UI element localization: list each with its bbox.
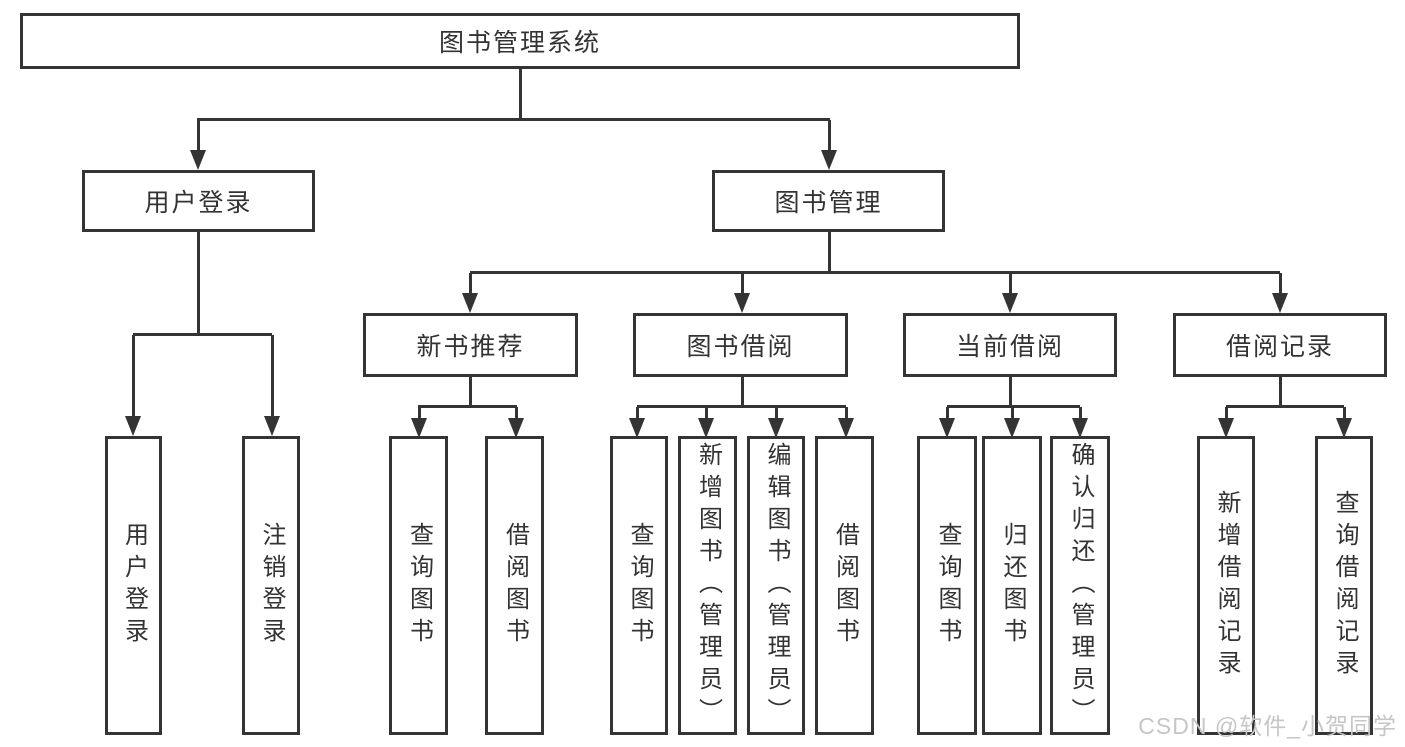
- node-user-login-group: 用户登录: [82, 170, 315, 232]
- arrow-stem: [515, 407, 518, 420]
- node-label: 查询借阅记录: [1331, 489, 1358, 682]
- node-leaf-edit-book-admin: 编辑图书（管理员）: [747, 436, 805, 735]
- arrow-stem: [1279, 273, 1282, 295]
- arrowhead-down-icon: [264, 416, 280, 436]
- node-label: 图书管理: [774, 189, 883, 217]
- connector-line: [418, 405, 517, 408]
- arrow-stem: [845, 407, 848, 420]
- node-label: 确认归还（管理员）: [1067, 441, 1094, 730]
- node-current-borrow: 当前借阅: [903, 313, 1117, 377]
- connector-line: [519, 69, 522, 121]
- node-leaf-add-borrow-record: 新增借阅记录: [1197, 436, 1255, 735]
- node-label: 当前借阅: [955, 333, 1064, 361]
- arrowhead-down-icon: [1002, 293, 1018, 313]
- arrowhead-down-icon: [1336, 418, 1352, 438]
- node-book-management: 图书管理: [712, 170, 945, 232]
- connector-line: [828, 232, 831, 274]
- arrow-stem: [1343, 407, 1346, 420]
- node-leaf-confirm-return-admin: 确认归还（管理员）: [1050, 436, 1110, 735]
- node-label: 借阅图书: [831, 521, 859, 650]
- node-leaf-logout: 注销登录: [242, 436, 300, 735]
- node-leaf-query-book-3: 查询图书: [917, 436, 977, 735]
- node-label: 图书管理系统: [438, 29, 601, 57]
- node-label: 借阅图书: [501, 521, 529, 650]
- arrow-stem: [1079, 407, 1082, 420]
- arrowhead-down-icon: [734, 293, 750, 313]
- connector-line: [1226, 405, 1344, 408]
- arrow-stem: [775, 407, 778, 420]
- node-leaf-borrow-book-2: 借阅图书: [815, 436, 874, 735]
- arrow-stem: [636, 407, 639, 420]
- arrow-stem: [741, 273, 744, 295]
- arrow-stem: [469, 273, 472, 295]
- arrowhead-down-icon: [1272, 293, 1288, 313]
- node-leaf-add-book-admin: 新增图书（管理员）: [678, 436, 737, 735]
- connector-line: [470, 271, 1280, 274]
- arrowhead-down-icon: [190, 150, 206, 170]
- node-label: 新书推荐: [416, 333, 525, 361]
- arrowhead-down-icon: [1072, 418, 1088, 438]
- arrowhead-down-icon: [939, 418, 955, 438]
- arrow-stem: [1011, 407, 1014, 420]
- node-root: 图书管理系统: [20, 13, 1020, 69]
- connector-line: [947, 405, 1080, 408]
- arrowhead-down-icon: [508, 418, 524, 438]
- arrowhead-down-icon: [462, 293, 478, 313]
- arrow-stem: [705, 407, 708, 420]
- arrowhead-down-icon: [1004, 418, 1020, 438]
- arrowhead-down-icon: [629, 418, 645, 438]
- node-label: 查询图书: [405, 521, 433, 650]
- connector-line: [469, 377, 472, 408]
- arrowhead-down-icon: [698, 418, 714, 438]
- node-borrow-records: 借阅记录: [1173, 313, 1387, 377]
- node-label: 新增图书（管理员）: [694, 441, 722, 730]
- arrow-stem: [418, 407, 421, 420]
- arrow-stem: [197, 120, 200, 152]
- connector-line: [197, 118, 830, 121]
- node-book-borrow: 图书借阅: [633, 313, 848, 377]
- node-leaf-query-borrow-record: 查询借阅记录: [1315, 436, 1373, 735]
- node-label: 查询图书: [934, 521, 961, 650]
- connector-line: [741, 377, 744, 408]
- csdn-watermark: CSDN @软件_小贺同学: [1138, 713, 1397, 739]
- node-leaf-user-login: 用户登录: [105, 436, 162, 735]
- arrow-stem: [271, 335, 274, 418]
- arrow-stem: [1225, 407, 1228, 420]
- node-leaf-query-book-1: 查询图书: [389, 436, 448, 735]
- arrow-stem: [1009, 273, 1012, 295]
- node-label: 编辑图书（管理员）: [763, 441, 790, 730]
- connector-line: [1009, 377, 1012, 408]
- node-label: 查询图书: [626, 521, 653, 650]
- node-label: 归还图书: [999, 521, 1026, 650]
- arrowhead-down-icon: [125, 416, 141, 436]
- node-leaf-borrow-book-1: 借阅图书: [485, 436, 544, 735]
- arrowhead-down-icon: [411, 418, 427, 438]
- node-label: 新增借阅记录: [1213, 489, 1240, 682]
- node-label: 借阅记录: [1225, 333, 1334, 361]
- arrow-stem: [828, 120, 831, 152]
- node-label: 注销登录: [258, 521, 285, 650]
- arrowhead-down-icon: [838, 418, 854, 438]
- connector-line: [197, 232, 200, 336]
- connector-line: [637, 405, 846, 408]
- arrowhead-down-icon: [1218, 418, 1234, 438]
- node-new-book-recommend: 新书推荐: [363, 313, 578, 377]
- arrowhead-down-icon: [821, 150, 837, 170]
- connector-line: [1279, 377, 1282, 408]
- node-leaf-query-book-2: 查询图书: [610, 436, 668, 735]
- arrow-stem: [946, 407, 949, 420]
- arrowhead-down-icon: [768, 418, 784, 438]
- node-label: 用户登录: [120, 521, 148, 650]
- node-leaf-return-book: 归还图书: [982, 436, 1042, 735]
- node-label: 图书借阅: [686, 333, 795, 361]
- connector-line: [133, 333, 272, 336]
- arrow-stem: [132, 335, 135, 418]
- node-label: 用户登录: [144, 189, 253, 217]
